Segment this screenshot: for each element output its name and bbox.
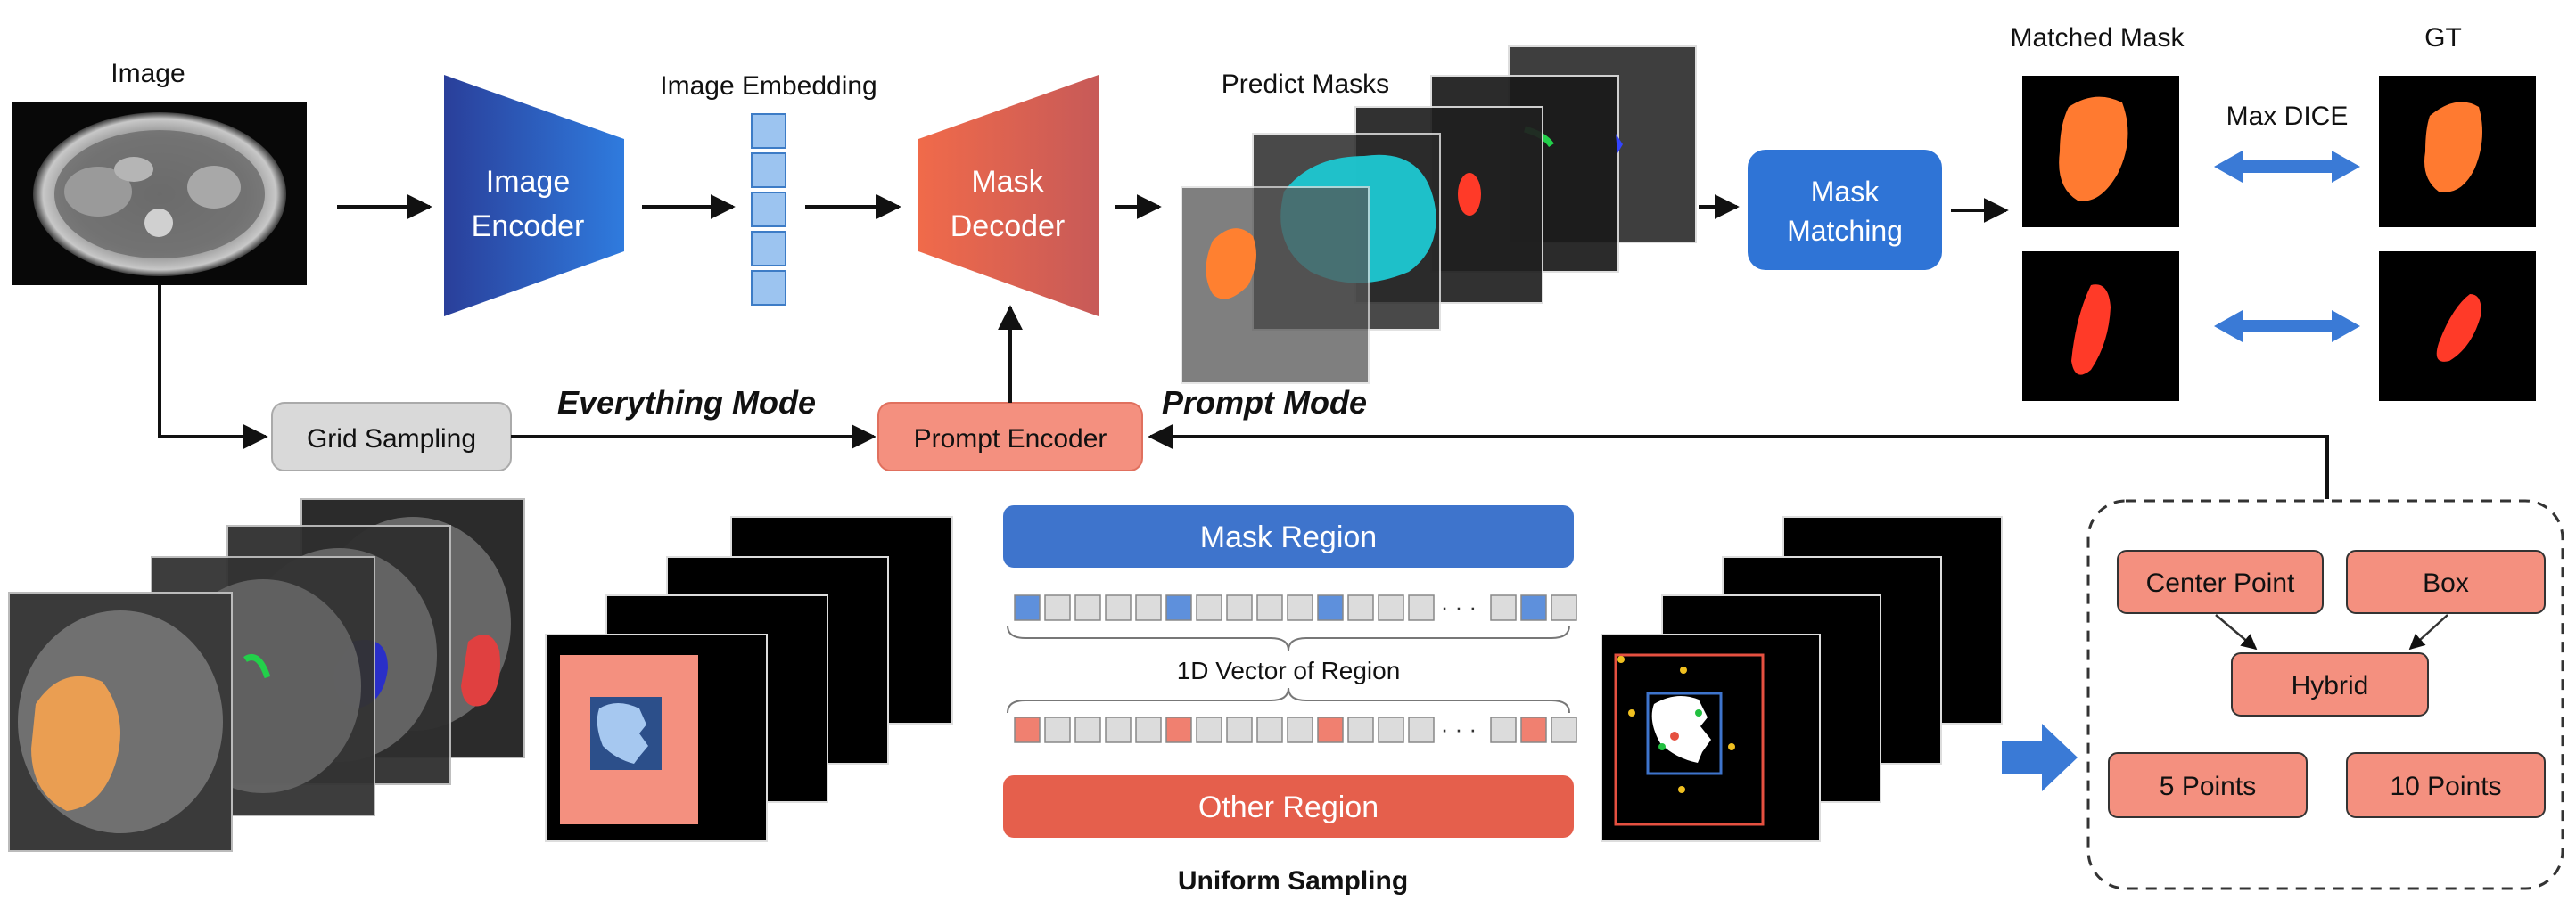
vector-cell	[1014, 717, 1041, 743]
gt-mask-kidney	[2379, 251, 2536, 401]
predict-masks-label: Predict Masks	[1222, 70, 1389, 99]
image-encoder-label-2: Encoder	[472, 209, 585, 243]
box-prompt-label: Box	[2423, 569, 2469, 598]
mask-region-label: Mask Region	[1200, 520, 1377, 554]
vector-cell	[1520, 717, 1547, 743]
vector-cell	[1490, 594, 1517, 621]
center-point-label: Center Point	[2146, 569, 2295, 598]
vector-cell	[1165, 717, 1192, 743]
vector-cell	[1014, 594, 1041, 621]
vector-cell	[1408, 717, 1435, 743]
vector-cell	[1551, 717, 1577, 743]
matched-mask-label: Matched Mask	[2010, 23, 2185, 53]
vector-ellipsis: · · ·	[1441, 594, 1477, 620]
vector-cell	[1408, 594, 1435, 621]
double-arrow-top	[2214, 151, 2360, 183]
vector-cell	[1256, 717, 1283, 743]
gt-mask-liver	[2379, 76, 2536, 227]
vector-cell	[1317, 594, 1344, 621]
vector-cell	[1287, 594, 1313, 621]
vector-cell	[1135, 717, 1162, 743]
vector-cell	[1196, 717, 1222, 743]
mask-region-bar	[1003, 505, 1574, 568]
max-dice-label: Max DICE	[2226, 102, 2349, 131]
five-points-box	[2108, 752, 2308, 818]
everything-mode-label: Everything Mode	[557, 384, 816, 421]
five-points-label: 5 Points	[2160, 772, 2256, 801]
vector-ellipsis: · · ·	[1441, 716, 1477, 742]
vector-cell	[1226, 594, 1253, 621]
vector-cell	[1378, 717, 1404, 743]
vector-cell	[1105, 594, 1132, 621]
blue-arrow-to-prompts	[2002, 724, 2078, 791]
vector-cell	[1347, 717, 1374, 743]
vector-cell	[1551, 594, 1577, 621]
vector-cell	[1490, 717, 1517, 743]
vector-cell	[1317, 717, 1344, 743]
vector-cell	[1378, 594, 1404, 621]
other-region-label: Other Region	[1198, 790, 1379, 824]
mask-decoder-label-2: Decoder	[951, 209, 1066, 243]
hybrid-box	[2231, 652, 2429, 717]
image-embedding-label: Image Embedding	[660, 71, 877, 101]
mri-slices-stack	[8, 498, 525, 852]
ten-points-box	[2346, 752, 2546, 818]
vector-cell	[1520, 594, 1547, 621]
mask-decoder-block	[918, 75, 1099, 316]
vector-cell	[1196, 594, 1222, 621]
predicted-masks-stack	[1181, 45, 1697, 384]
gt-label: GT	[2424, 23, 2462, 53]
vector-cell	[1287, 717, 1313, 743]
image-embedding-vector	[751, 113, 786, 306]
vector-cell	[1226, 717, 1253, 743]
image-label: Image	[111, 59, 185, 88]
arrow-image-to-grid	[158, 285, 268, 449]
matched-mask-liver	[2022, 76, 2179, 227]
vector-cell	[1165, 594, 1192, 621]
vector-cell	[1256, 594, 1283, 621]
center-point-box	[2117, 550, 2324, 614]
box-prompt-box	[2346, 550, 2546, 614]
mask-matching-box	[1748, 150, 1942, 270]
vector-brace-bottom	[1007, 687, 1570, 714]
mask-decoder-label-1: Mask	[971, 165, 1044, 199]
mask-vector: · · ·	[1014, 594, 1577, 621]
image-encoder-label-1: Image	[486, 165, 571, 199]
uniform-sampling-label: Uniform Sampling	[1178, 866, 1408, 896]
vector-brace-top	[1007, 625, 1570, 651]
arrow-box-to-hybrid	[2408, 614, 2448, 651]
prompt-mode-label: Prompt Mode	[1162, 384, 1367, 421]
vector-cell	[1044, 594, 1071, 621]
vector-cell	[1074, 717, 1101, 743]
other-vector: · · ·	[1014, 716, 1577, 743]
image-encoder-block	[444, 75, 624, 316]
prompt-encoder-label: Prompt Encoder	[914, 424, 1107, 454]
matched-mask-kidney	[2022, 251, 2179, 401]
hybrid-label: Hybrid	[2292, 671, 2369, 700]
mask-matching-label-2: Matching	[1787, 215, 1903, 247]
prompt-options-frame	[2086, 499, 2564, 890]
vector-cell	[1074, 594, 1101, 621]
other-region-bar	[1003, 775, 1574, 838]
vector-cell	[1135, 594, 1162, 621]
ten-points-label: 10 Points	[2390, 772, 2501, 801]
arrow-prompts-to-encoder	[1148, 424, 2329, 499]
input-mri-image	[12, 102, 307, 285]
double-arrow-bottom	[2214, 310, 2360, 342]
vector-cell	[1044, 717, 1071, 743]
arrow-center-to-hybrid	[2215, 614, 2258, 651]
vector-cell	[1347, 594, 1374, 621]
uniform-sampling-input-stack	[545, 516, 953, 842]
mask-matching-label-1: Mask	[1811, 176, 1880, 208]
grid-sampling-label: Grid Sampling	[307, 424, 476, 454]
vector-cell	[1105, 717, 1132, 743]
prompt-example-stack	[1601, 516, 2003, 842]
vector-of-region-label: 1D Vector of Region	[1177, 657, 1401, 684]
